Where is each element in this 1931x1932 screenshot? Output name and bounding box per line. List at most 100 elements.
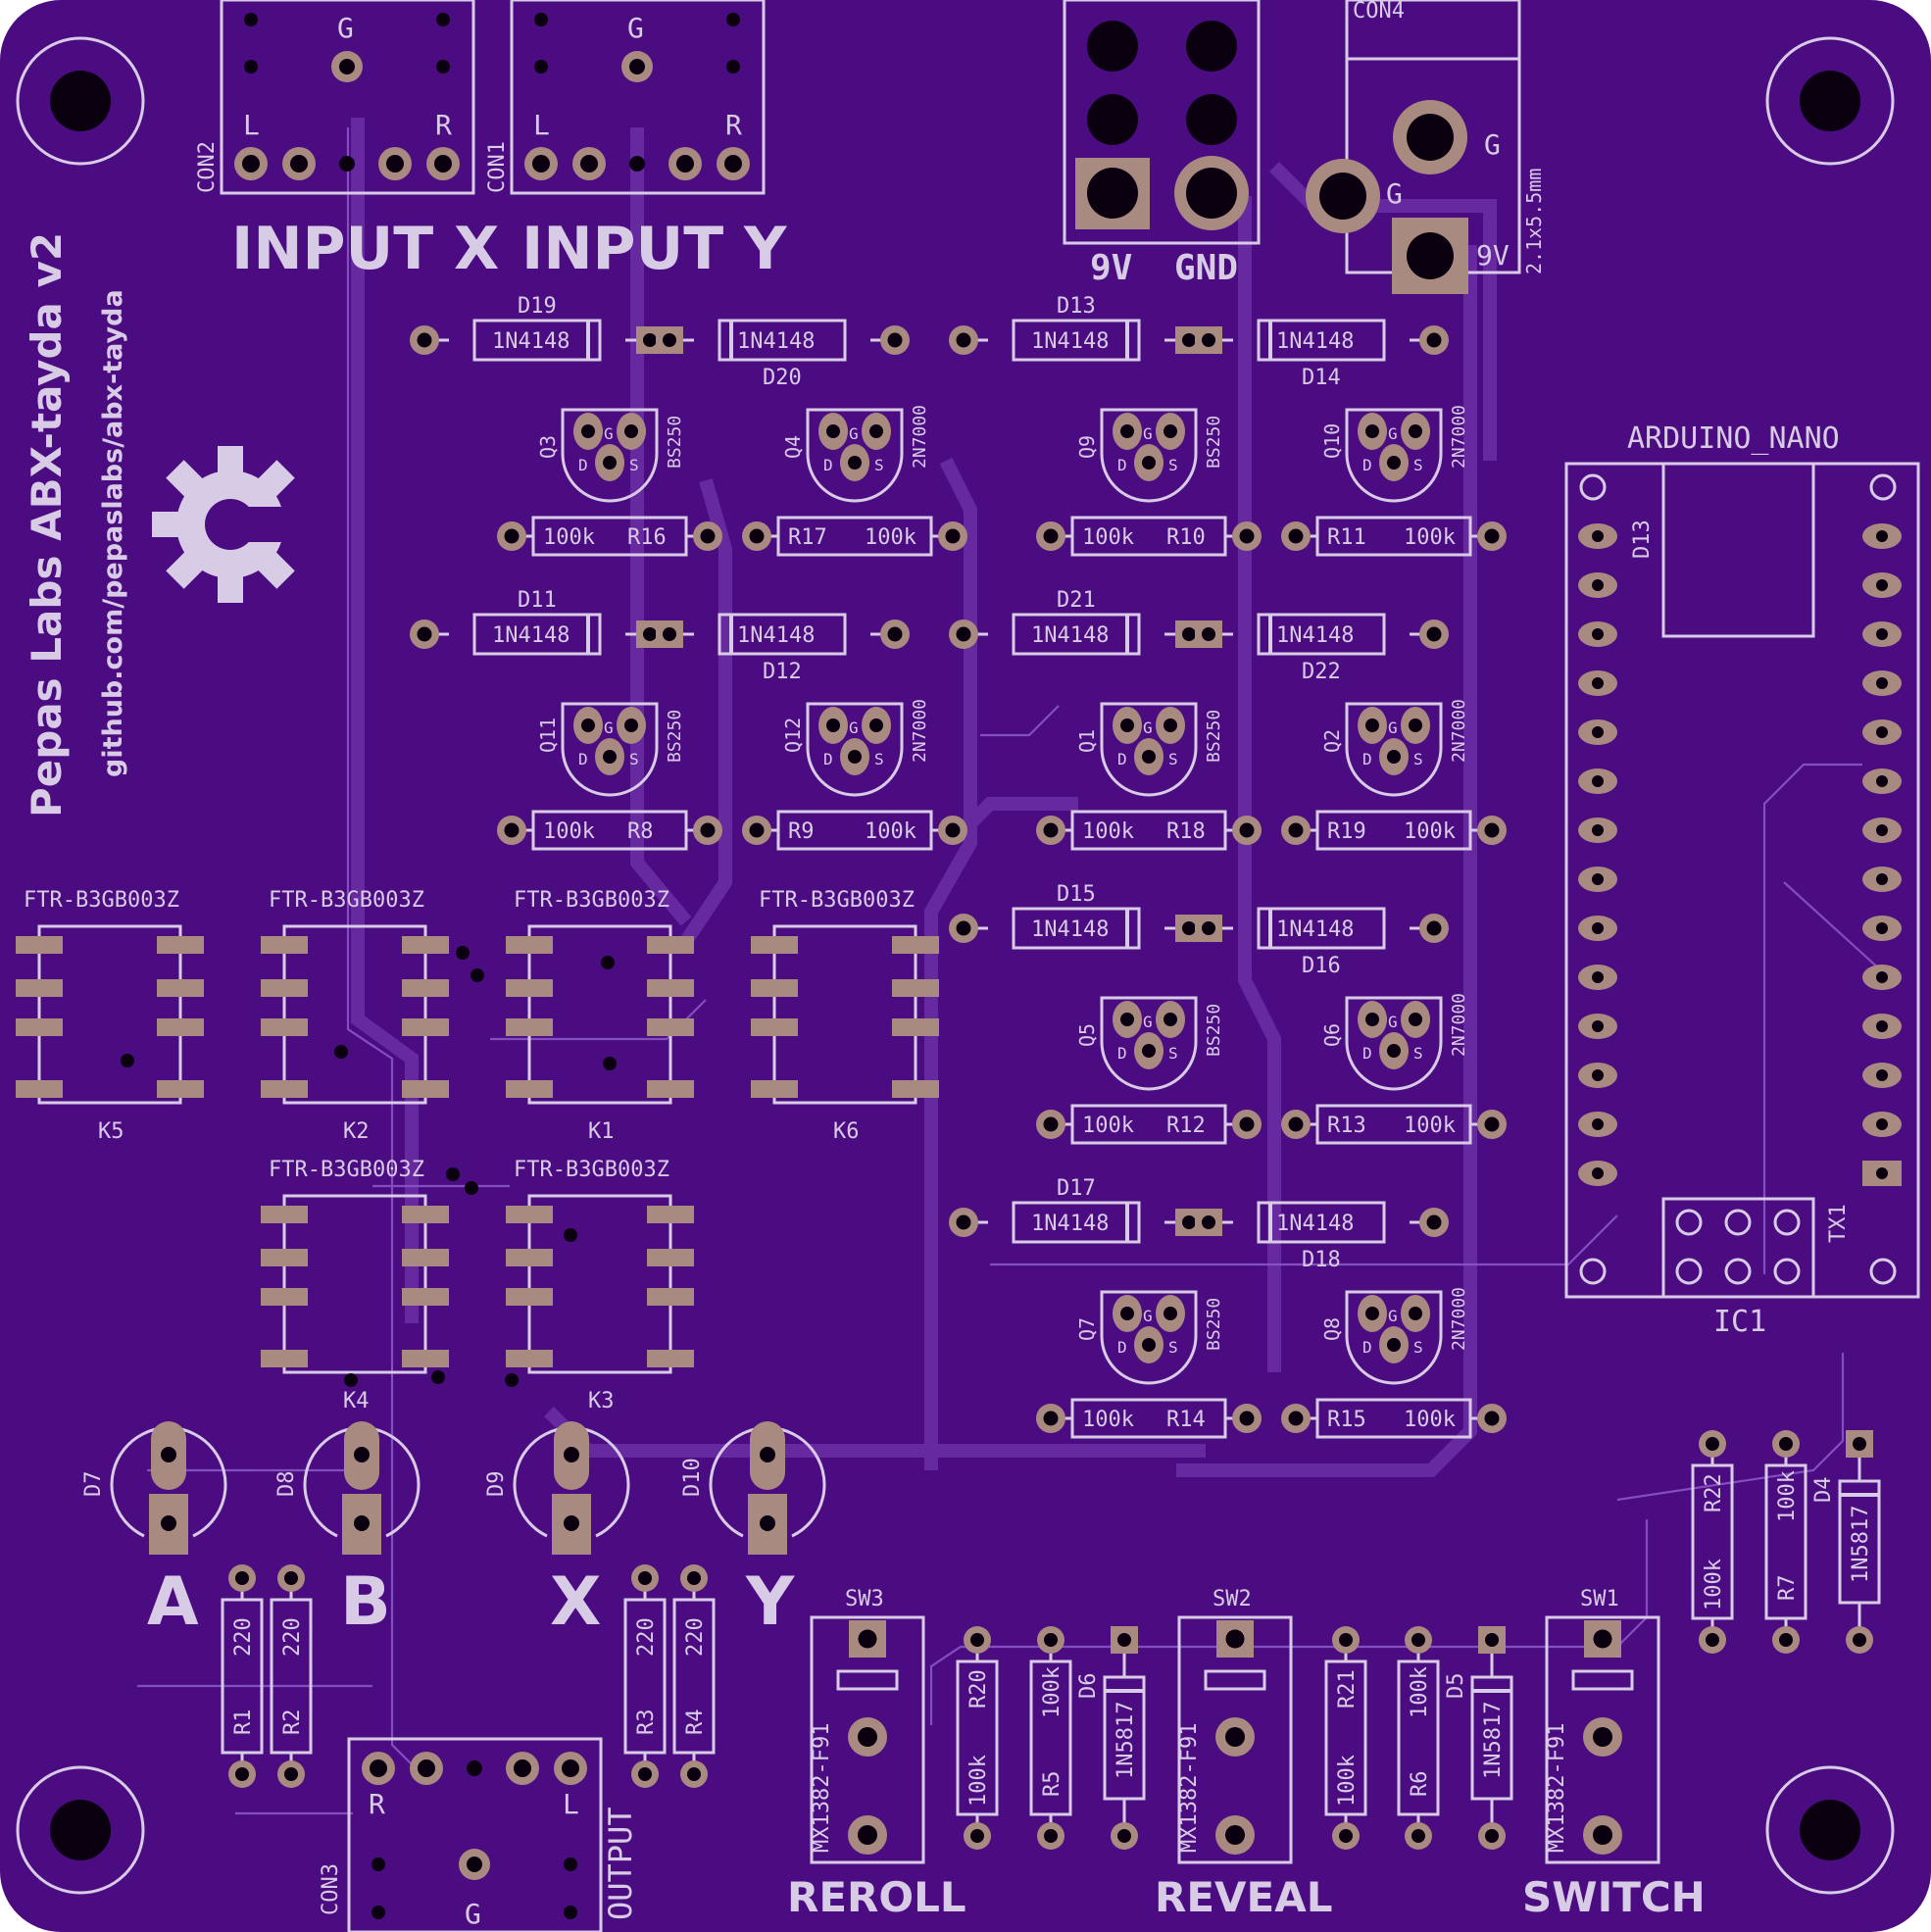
diode-part-label: 1N4148: [737, 329, 815, 354]
relay-part-label: FTR-B3GB003Z: [24, 888, 179, 913]
resistor-ref-label: R20: [966, 1669, 991, 1709]
con1-ref: CON1: [485, 141, 510, 193]
resistor-ref-label: R16: [627, 525, 667, 550]
pin-g-label: G: [1388, 718, 1398, 737]
pin-s-label: S: [874, 456, 884, 474]
resistor-ref-label: R18: [1166, 819, 1206, 844]
led-d9: D9X: [484, 1421, 630, 1641]
pin-s-label: S: [1168, 1044, 1178, 1063]
pin-g-label: G: [604, 718, 614, 737]
power-gnd-label: GND: [1174, 248, 1238, 288]
resistor-value-label: 100k: [1082, 1114, 1134, 1138]
transistor-part-label: BS250: [665, 710, 685, 763]
via: [334, 1045, 348, 1059]
resistor-ref-label: R3: [634, 1709, 659, 1736]
via: [121, 1054, 134, 1067]
transistor-ref-label: Q3: [536, 435, 560, 459]
pad-square: [1216, 1620, 1254, 1658]
pad: [497, 816, 526, 845]
pin-g-label: G: [1143, 1307, 1153, 1325]
pad: [1281, 1404, 1311, 1433]
pad: [693, 521, 722, 551]
diode-ref-label: D6: [1076, 1673, 1101, 1700]
resistor-ref-label: R9: [788, 819, 815, 844]
nano-pin-marker: [1869, 473, 1897, 501]
resistor-ref-label: R6: [1408, 1771, 1432, 1798]
pad: [631, 1760, 659, 1788]
pin-d-label: D: [578, 750, 588, 768]
pin-s-label: S: [629, 750, 639, 768]
led-letter-label: A: [147, 1563, 199, 1641]
transistor-ref-label: Q1: [1075, 729, 1099, 753]
pad: [277, 1760, 305, 1788]
diode-ref-label: D20: [763, 366, 802, 390]
con4-ref: CON4: [1353, 0, 1405, 24]
pad: [410, 325, 439, 355]
pad: [1405, 1626, 1432, 1654]
led-ref-label: D8: [274, 1471, 299, 1498]
pad: [1332, 1626, 1360, 1654]
pin-g-label: G: [1143, 1013, 1153, 1031]
pad-square: [1195, 326, 1222, 354]
transistor-ref-label: Q12: [781, 718, 805, 753]
open-hardware-gear-icon: [152, 446, 319, 603]
transistor-ref-label: Q4: [781, 435, 805, 459]
switch-ref-label: SW1: [1580, 1587, 1619, 1611]
led-letter-label: X: [550, 1563, 601, 1641]
jack-size-label: 2.1x5.5mm: [1522, 169, 1546, 274]
via: [456, 946, 470, 960]
board-url: github.com/pepaslabs/abx-tayda: [98, 289, 128, 777]
pad: [693, 816, 722, 845]
resistor-ref-label: R10: [1166, 525, 1206, 550]
arduino-nano-ic1: ARDUINO_NANO D13 TX1 IC1: [1564, 421, 1920, 1339]
output-label: OUTPUT: [602, 1807, 639, 1920]
pin-d-label: D: [578, 456, 588, 474]
transistor-part-label: BS250: [1204, 416, 1224, 469]
transistor-part-label: 2N7000: [1449, 993, 1469, 1057]
con1-l-label: L: [533, 109, 550, 141]
resistor-ref-label: R12: [1166, 1114, 1206, 1138]
diode-part-label: 1N4148: [1031, 917, 1109, 942]
pad: [1583, 1815, 1622, 1855]
con2-g-label: G: [337, 12, 354, 44]
diode-part-label: 1N4148: [1031, 623, 1109, 648]
diode-d15: 1N4148 D15: [949, 882, 1203, 950]
resistor-ref-label: R4: [683, 1709, 708, 1736]
transistor-ref-label: Q7: [1075, 1317, 1099, 1341]
diode-ref-label: D11: [518, 588, 557, 613]
relay-ref-label: K2: [343, 1119, 370, 1144]
diode-value-label: 1N5817: [1481, 1702, 1506, 1779]
relay-ref-label: K1: [588, 1119, 615, 1144]
con2-ref: CON2: [195, 141, 220, 193]
diode-part-label: 1N4148: [1031, 1212, 1109, 1236]
transistor-ref-label: Q6: [1320, 1023, 1344, 1047]
led-d7: D7A: [81, 1421, 227, 1641]
pad: [1036, 521, 1065, 551]
pad: [1281, 1110, 1311, 1139]
diode-part-label: 1N4148: [1276, 1212, 1354, 1236]
diode-ref-label: D14: [1302, 366, 1341, 390]
pad: [1477, 816, 1507, 845]
resistor-r12: 100k R12: [1036, 1104, 1262, 1145]
diode-part-label: 1N4148: [1276, 917, 1354, 942]
resistor-value-label: 100k: [865, 525, 916, 550]
relay-part-label: FTR-B3GB003Z: [269, 888, 424, 913]
pad: [1699, 1626, 1726, 1654]
diode-ref-label: D15: [1057, 882, 1096, 907]
